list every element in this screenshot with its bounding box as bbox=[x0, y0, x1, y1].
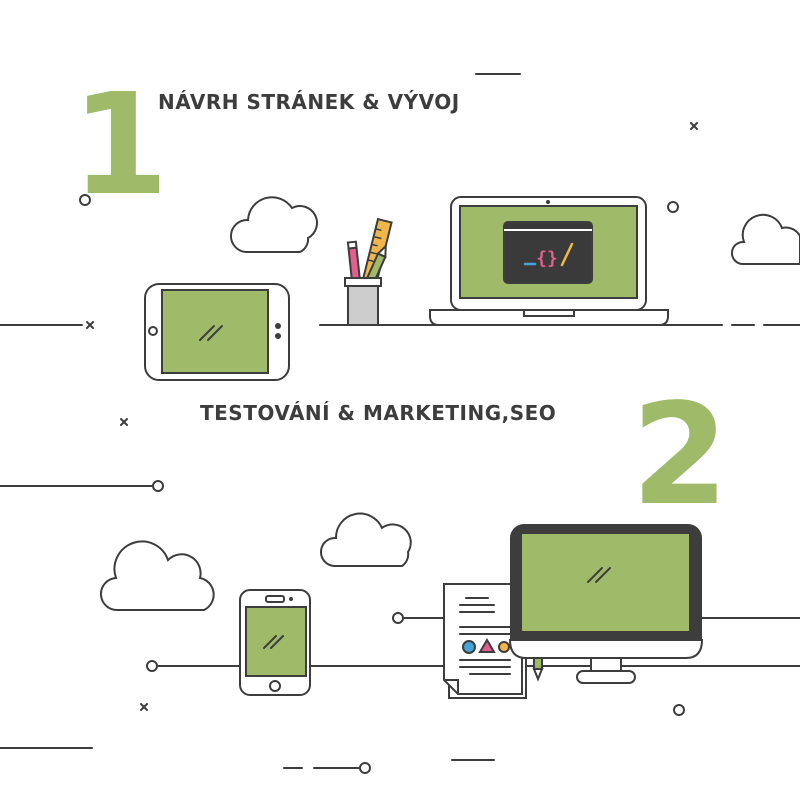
tablet-icon bbox=[144, 283, 290, 381]
monitor-icon bbox=[508, 524, 704, 684]
cloud-icon bbox=[100, 540, 215, 612]
document-icon bbox=[443, 583, 527, 699]
step-1-title: NÁVRH STRÁNEK & VÝVOJ bbox=[158, 90, 460, 114]
decorative-circles bbox=[79, 194, 685, 774]
laptop-icon: {} bbox=[429, 196, 669, 326]
code-snippet: {} bbox=[523, 242, 574, 269]
decorative-x-marks bbox=[86, 122, 698, 711]
cloud-icon bbox=[319, 512, 412, 567]
cloud-icon bbox=[730, 213, 800, 265]
pen-cup-icon bbox=[344, 217, 393, 326]
cloud-icon bbox=[230, 196, 318, 253]
smartphone-icon bbox=[239, 589, 311, 696]
step-2-title: TESTOVÁNÍ & MARKETING,SEO bbox=[200, 401, 557, 425]
svg-text:{}: {} bbox=[536, 248, 558, 269]
step-number-2: 2 bbox=[631, 374, 728, 537]
